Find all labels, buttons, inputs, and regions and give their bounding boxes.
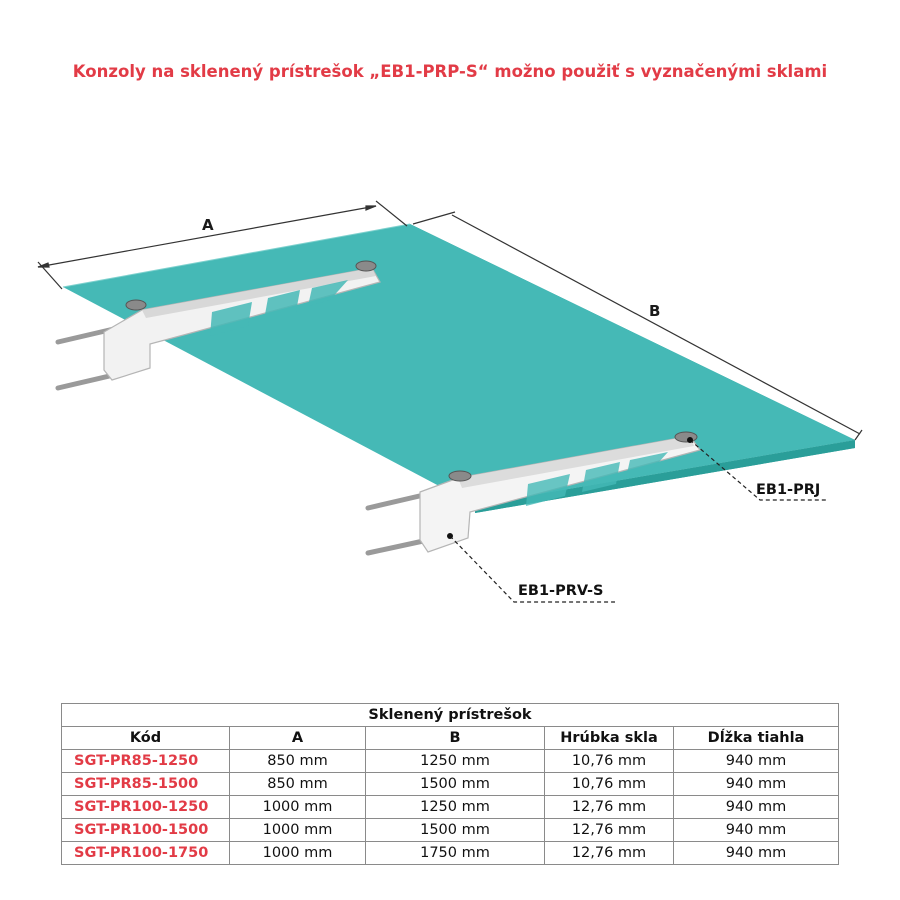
cell-thickness: 10,76 mm bbox=[544, 749, 674, 773]
cell-a: 850 mm bbox=[229, 749, 366, 773]
header-b: B bbox=[365, 726, 545, 750]
cell-a: 1000 mm bbox=[229, 795, 366, 819]
cell-thickness: 10,76 mm bbox=[544, 772, 674, 796]
table-row: SGT-PR100-1500 1000 mm 1500 mm 12,76 mm … bbox=[61, 818, 840, 842]
cell-a: 850 mm bbox=[229, 772, 366, 796]
spec-table: Sklenený prístrešok Kód A B Hrúbka skla … bbox=[60, 703, 840, 865]
table-row: SGT-PR100-1750 1000 mm 1750 mm 12,76 mm … bbox=[61, 841, 840, 865]
cell-b: 1250 mm bbox=[365, 795, 545, 819]
callout-prv-line bbox=[449, 535, 615, 603]
right-wall-rods bbox=[365, 491, 431, 556]
header-code: Kód bbox=[61, 726, 230, 750]
bracket-front bbox=[419, 431, 701, 553]
cell-rod-length: 940 mm bbox=[672, 772, 840, 796]
header-thickness: Hrúbka skla bbox=[544, 726, 674, 750]
glass-panel bbox=[62, 223, 855, 513]
cell-b: 1500 mm bbox=[365, 772, 545, 796]
cell-code: SGT-PR85-1250 bbox=[61, 749, 230, 773]
callout-prv-label: EB1-PRV-S bbox=[518, 583, 604, 599]
cell-b: 1250 mm bbox=[365, 749, 545, 773]
dim-b-label: B bbox=[649, 302, 660, 320]
cell-thickness: 12,76 mm bbox=[544, 841, 674, 865]
cell-thickness: 12,76 mm bbox=[544, 795, 674, 819]
header-a: A bbox=[229, 726, 366, 750]
dimension-b bbox=[412, 211, 863, 441]
bracket-back bbox=[103, 260, 381, 381]
cell-code: SGT-PR100-1500 bbox=[61, 818, 230, 842]
header-rod-length: Dĺžka tiahla bbox=[672, 726, 840, 750]
table-caption: Sklenený prístrešok bbox=[60, 703, 840, 727]
canopy-diagram: A B EB1-PRJ EB1-PRV-S bbox=[37, 200, 863, 603]
dimension-a bbox=[37, 200, 408, 290]
callout-prj-line bbox=[689, 439, 826, 501]
table-row: SGT-PR100-1250 1000 mm 1250 mm 12,76 mm … bbox=[61, 795, 840, 819]
cell-a: 1000 mm bbox=[229, 841, 366, 865]
cell-code: SGT-PR100-1750 bbox=[61, 841, 230, 865]
dim-a-label: A bbox=[202, 216, 214, 234]
cell-b: 1750 mm bbox=[365, 841, 545, 865]
callout-prj-label: EB1-PRJ bbox=[756, 482, 820, 498]
cell-b: 1500 mm bbox=[365, 818, 545, 842]
cell-rod-length: 940 mm bbox=[672, 818, 840, 842]
cell-rod-length: 940 mm bbox=[672, 749, 840, 773]
cell-code: SGT-PR85-1500 bbox=[61, 772, 230, 796]
table-caption-row: Sklenený prístrešok bbox=[60, 703, 840, 727]
table-header-row: Kód A B Hrúbka skla Dĺžka tiahla bbox=[61, 726, 840, 750]
cell-a: 1000 mm bbox=[229, 818, 366, 842]
cell-rod-length: 940 mm bbox=[672, 795, 840, 819]
cell-code: SGT-PR100-1250 bbox=[61, 795, 230, 819]
cell-rod-length: 940 mm bbox=[672, 841, 840, 865]
page-title: Konzoly na sklenený prístrešok „EB1-PRP-… bbox=[72, 62, 828, 81]
cell-thickness: 12,76 mm bbox=[544, 818, 674, 842]
table-row: SGT-PR85-1500 850 mm 1500 mm 10,76 mm 94… bbox=[61, 772, 840, 796]
table-row: SGT-PR85-1250 850 mm 1250 mm 10,76 mm 94… bbox=[61, 749, 840, 773]
